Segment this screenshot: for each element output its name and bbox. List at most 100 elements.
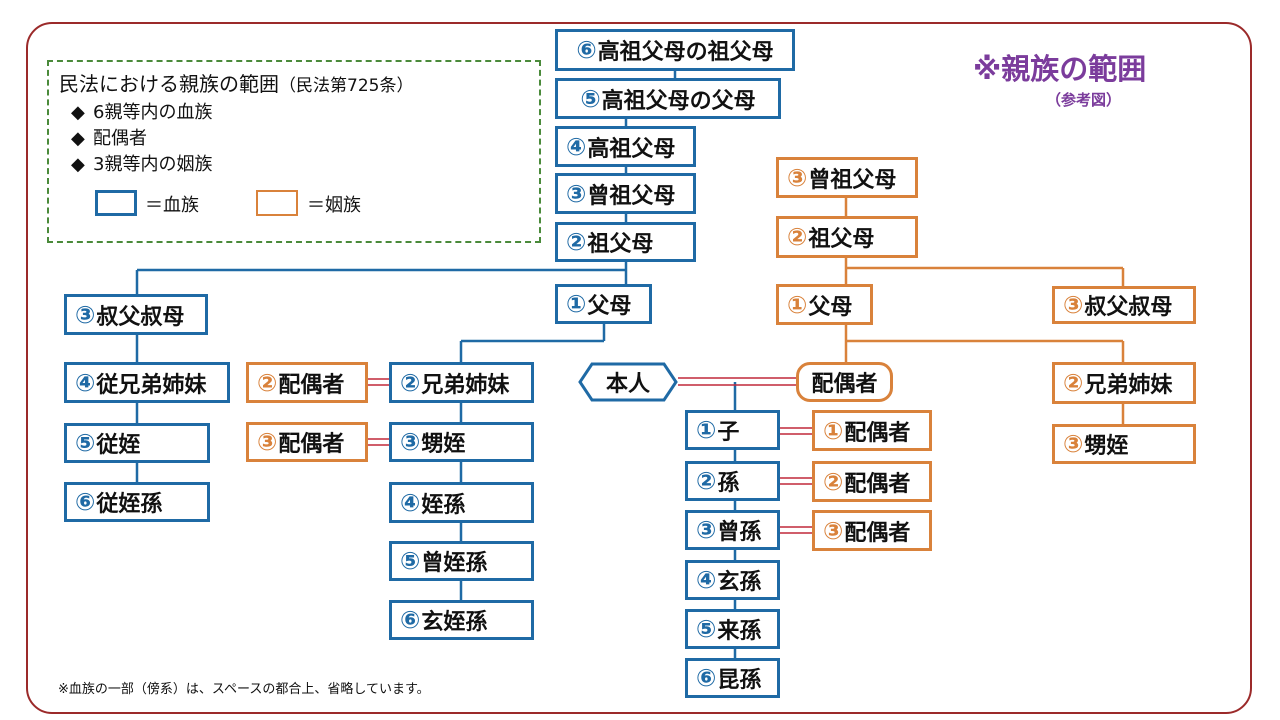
relative-label: 配偶者 xyxy=(844,471,911,497)
self-label: 本人 xyxy=(605,372,650,397)
degree-number: ④ xyxy=(75,368,96,397)
degree-number: ② xyxy=(696,467,717,495)
relative-label: 従姪 xyxy=(96,433,141,458)
relative-label: 従姪孫 xyxy=(96,492,163,517)
relative-label: 高祖父母の祖父母 xyxy=(597,40,774,65)
diamond-bullet-icon: ◆ xyxy=(71,128,85,149)
degree-number: ② xyxy=(400,368,421,397)
degree-number: ⑤ xyxy=(696,615,717,643)
relative-label: 父母 xyxy=(587,294,632,319)
relative-label: 祖父母 xyxy=(587,232,654,257)
degree-number: ⑥ xyxy=(576,36,597,64)
relative-label: 従兄弟姉妹 xyxy=(96,372,207,398)
legend-item-label: 配偶者 xyxy=(93,128,147,149)
relative-label: 配偶者 xyxy=(278,432,345,457)
relative-label: 昆孫 xyxy=(717,668,762,693)
legend-item-label: 6親等内の血族 xyxy=(93,102,213,123)
outer-frame xyxy=(26,22,1252,714)
relative-label: 曾祖父母 xyxy=(587,183,676,209)
inlaw-legend-label: ＝姻族 xyxy=(307,195,361,216)
legend-title: 民法における親族の範囲（民法第725条） xyxy=(59,68,413,97)
legend-item: ◆ 配偶者 xyxy=(71,124,147,150)
relative-label: 父母 xyxy=(808,294,853,320)
blood-legend-label: ＝血族 xyxy=(145,195,199,216)
footnote: ※血族の一部（傍系）は、スペースの都合上、省略しています。 xyxy=(58,682,430,697)
legend-item: ◆3親等内の姻族 xyxy=(71,150,212,176)
degree-number: ③ xyxy=(696,516,717,544)
degree-number: ③ xyxy=(257,428,278,456)
relative-label: 兄弟姉妹 xyxy=(421,372,510,398)
degree-number: ① xyxy=(823,416,844,445)
relative-label: 配偶者 xyxy=(844,520,911,546)
relative-label: 玄姪孫 xyxy=(421,610,488,635)
spouse-box: 配偶者 xyxy=(796,362,893,402)
degree-number: ⑥ xyxy=(696,664,717,692)
relative-label: 玄孫 xyxy=(717,570,762,595)
blood-swatch xyxy=(95,190,137,216)
legend-item-label: 3親等内の姻族 xyxy=(93,154,213,175)
relative-label: 子 xyxy=(717,420,740,445)
relative-label: 配偶者 xyxy=(844,420,911,446)
degree-number: ② xyxy=(787,223,808,251)
relative-label: 姪孫 xyxy=(421,492,466,518)
relative-label: 叔父叔母 xyxy=(96,304,185,330)
degree-number: ② xyxy=(823,467,844,496)
spouse-label: 配偶者 xyxy=(811,372,878,397)
relative-label: 曾孫 xyxy=(717,520,762,545)
degree-number: ④ xyxy=(566,132,587,161)
diagram-subtitle: （参考図） xyxy=(1046,91,1122,109)
diamond-bullet-icon: ◆ xyxy=(71,102,85,123)
relative-label: 祖父母 xyxy=(808,227,875,252)
relative-label: 叔父叔母 xyxy=(1084,295,1173,320)
degree-number: ① xyxy=(787,290,808,319)
degree-number: ④ xyxy=(696,566,717,594)
degree-number: ② xyxy=(1063,369,1084,397)
degree-number: ③ xyxy=(787,163,808,192)
legend-title-text: 民法における親族の範囲 xyxy=(59,72,279,96)
relative-label: 孫 xyxy=(717,471,740,496)
degree-number: ③ xyxy=(823,516,844,545)
legend-title-note: （民法第725条） xyxy=(279,76,414,96)
inlaw-swatch xyxy=(256,190,298,216)
relative-label: 曾姪孫 xyxy=(421,551,488,576)
degree-number: ③ xyxy=(1063,291,1084,319)
relative-label: 甥姪 xyxy=(1084,434,1129,459)
relative-label: 曾祖父母 xyxy=(808,167,897,193)
degree-number: ④ xyxy=(400,488,421,517)
degree-number: ⑥ xyxy=(75,488,96,516)
legend-box: 民法における親族の範囲（民法第725条） ◆ 6親等内の血族 ◆ 配偶者 ◆3親等内… xyxy=(47,60,541,243)
degree-number: ③ xyxy=(75,300,96,329)
diagram-title: ※親族の範囲 xyxy=(973,52,1147,86)
degree-number: ⑤ xyxy=(400,547,421,575)
degree-number: ② xyxy=(566,228,587,256)
relative-label: 甥姪 xyxy=(421,432,466,457)
